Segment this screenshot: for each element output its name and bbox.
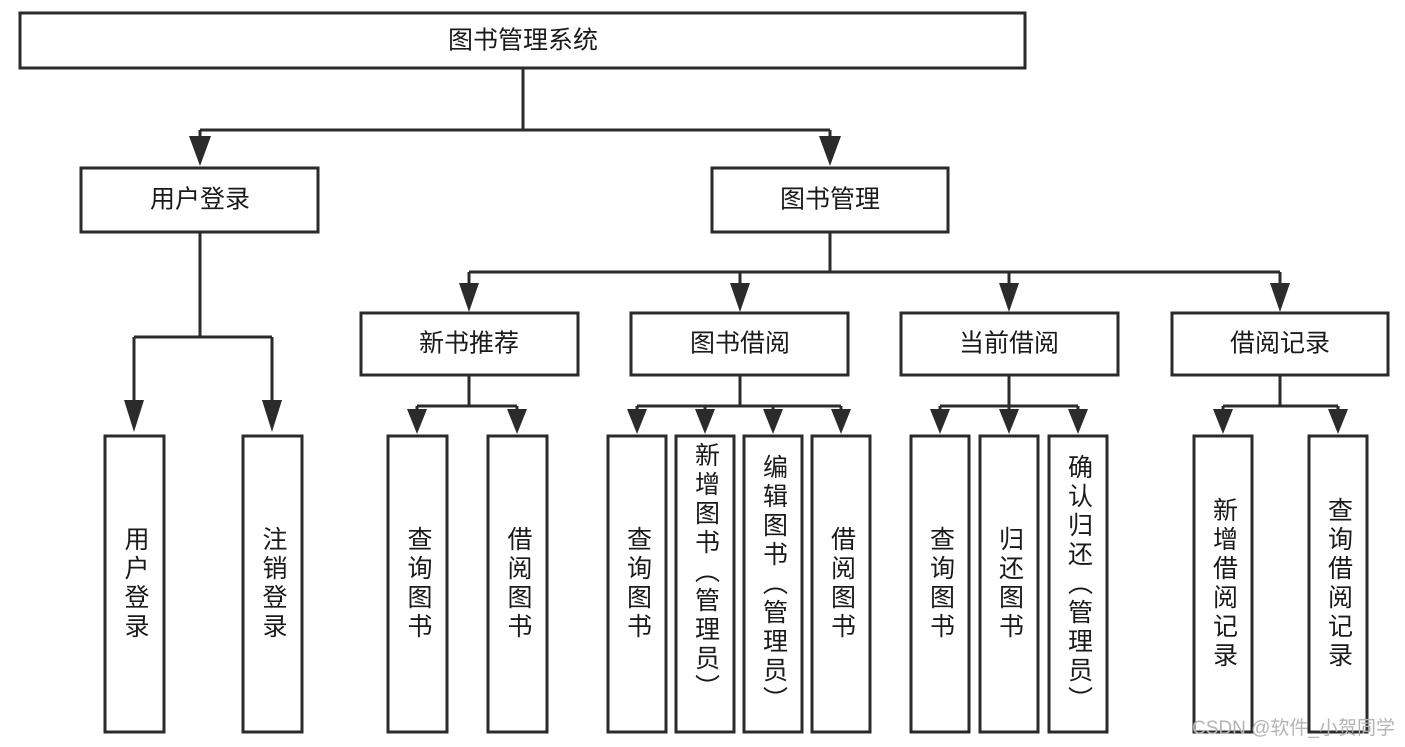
- arrowhead-current-borrow: [999, 283, 1019, 312]
- leaf-box-add-record[interactable]: [1192, 434, 1254, 734]
- node-new-book-recommend[interactable]: 新书推荐: [359, 311, 580, 377]
- arrowhead-leaf-borrow-book-2: [831, 409, 851, 434]
- arrowhead-leaf-add-record: [1213, 409, 1233, 434]
- node-user-login[interactable]: 用户登录: [79, 166, 320, 234]
- node-current-borrow[interactable]: 当前借阅: [899, 311, 1120, 377]
- arrowhead-leaf-user-login: [124, 400, 144, 432]
- leaf-box-confirm-return[interactable]: [1047, 434, 1109, 734]
- connector-group-new-book-recommend: [407, 375, 527, 434]
- node-borrow-record-label: 借阅记录: [1230, 330, 1330, 358]
- node-current-borrow-label: 当前借阅: [959, 330, 1059, 358]
- arrowhead-leaf-query-book-3: [930, 409, 950, 434]
- leaf-box-query-record[interactable]: [1307, 434, 1369, 734]
- arrowhead-leaf-add-book: [695, 409, 715, 434]
- node-user-login-box[interactable]: [79, 166, 320, 234]
- node-borrow-record[interactable]: 借阅记录: [1170, 311, 1390, 377]
- node-user-login-label: 用户登录: [150, 186, 250, 214]
- arrowhead-leaf-query-book-1: [407, 409, 427, 434]
- node-book-borrow-box[interactable]: [629, 311, 850, 377]
- node-book-borrow-label: 图书借阅: [690, 330, 790, 358]
- node-new-book-recommend-box[interactable]: [359, 311, 580, 377]
- leaf-box-query-book-3[interactable]: [909, 434, 971, 734]
- node-book-manage-box[interactable]: [710, 166, 950, 234]
- leaf-box-return-book[interactable]: [978, 434, 1040, 734]
- leaf-box-borrow-book-1[interactable]: [486, 434, 549, 734]
- connector-group-user-login: [124, 232, 282, 432]
- leaf-box-borrow-book-2[interactable]: [810, 434, 872, 734]
- leaf-box-user-login[interactable]: [103, 434, 166, 734]
- leaf-box-add-book[interactable]: [674, 434, 736, 734]
- node-root-label: 图书管理系统: [448, 27, 598, 55]
- leaf-box-query-book-1[interactable]: [386, 434, 449, 734]
- leaf-box-query-book-2[interactable]: [606, 434, 668, 734]
- arrowhead-book-manage: [819, 136, 841, 166]
- node-current-borrow-box[interactable]: [899, 311, 1120, 377]
- arrowhead-leaf-query-record: [1328, 409, 1348, 434]
- connector-group-current-borrow: [930, 375, 1088, 434]
- arrowhead-leaf-query-book-2: [627, 409, 647, 434]
- arrowhead-book-borrow: [730, 283, 750, 312]
- arrowhead-leaf-edit-book: [763, 409, 783, 434]
- arrowhead-user-login: [189, 136, 211, 166]
- connector-group-root: [189, 68, 841, 166]
- arrowhead-leaf-borrow-book-1: [507, 409, 527, 434]
- csdn-watermark: CSDN @软件_小贺同学: [1192, 718, 1395, 739]
- connector-group-borrow-record: [1213, 375, 1348, 434]
- leaf-boxes: [103, 434, 1369, 734]
- node-root-box[interactable]: [18, 11, 1027, 70]
- node-book-manage-label: 图书管理: [780, 186, 880, 214]
- leaf-box-user-logout[interactable]: [241, 434, 304, 734]
- arrowhead-leaf-return-book: [999, 409, 1019, 434]
- node-borrow-record-box[interactable]: [1170, 311, 1390, 377]
- connector-group-book-borrow: [627, 375, 851, 434]
- arrowhead-new-book-recommend: [459, 283, 479, 312]
- node-book-borrow[interactable]: 图书借阅: [629, 311, 850, 377]
- arrowhead-borrow-record: [1270, 283, 1290, 312]
- arrowhead-leaf-user-logout: [262, 400, 282, 432]
- leaf-box-edit-book[interactable]: [742, 434, 804, 734]
- node-new-book-recommend-label: 新书推荐: [419, 330, 519, 358]
- arrowhead-leaf-confirm-return: [1068, 409, 1088, 434]
- node-book-manage[interactable]: 图书管理: [710, 166, 950, 234]
- connector-group-book-manage: [459, 232, 1290, 312]
- node-root[interactable]: 图书管理系统: [18, 11, 1027, 70]
